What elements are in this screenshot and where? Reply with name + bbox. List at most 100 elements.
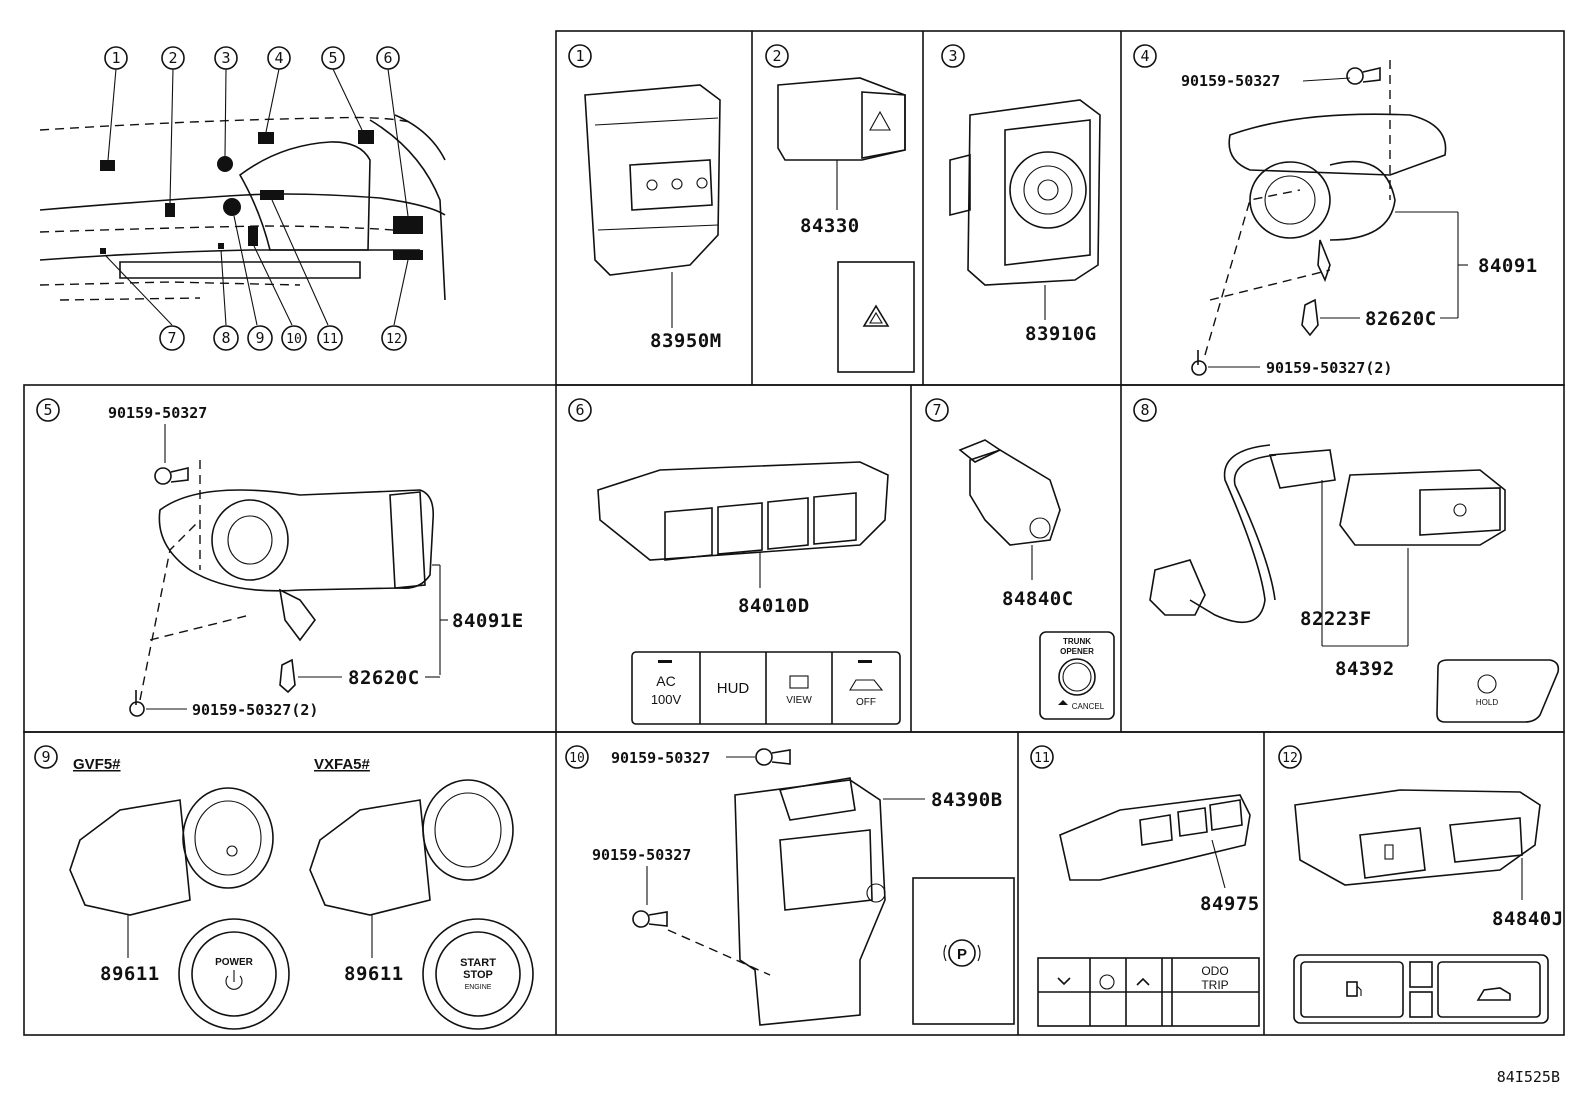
panel-2-number: 2: [765, 44, 789, 68]
panel-2: 2 84330: [765, 44, 915, 373]
panel-3: 3 83910G: [941, 44, 1101, 345]
fuel-trunk-face: [1293, 954, 1549, 1024]
hold-icon: [1477, 674, 1497, 694]
view-button[interactable]: VIEW: [786, 675, 812, 706]
info-button[interactable]: [1099, 974, 1115, 990]
svg-text:4: 4: [274, 49, 283, 67]
ac-100v-button[interactable]: AC 100V: [651, 660, 682, 707]
scroll-down-button[interactable]: [1057, 977, 1071, 986]
switch-assembly-83950m: [584, 84, 721, 276]
svg-text:10: 10: [286, 332, 302, 347]
parking-brake-icon: [948, 939, 976, 967]
trunk-off-button[interactable]: OFF: [849, 660, 884, 708]
hud-button[interactable]: HUD: [717, 680, 750, 697]
variant-gvf5: GVF5#: [73, 756, 121, 773]
overview-callout-6: 6: [376, 46, 400, 70]
svg-text:3: 3: [948, 47, 957, 65]
overview-callout-9: 9: [247, 325, 273, 351]
panel-1-number: 1: [568, 44, 592, 68]
panel-7: 7 84840C TRUNK OPENER CANCEL: [925, 398, 1115, 720]
odo-trip-button[interactable]: ODO TRIP: [1201, 964, 1228, 992]
panel-6-number: 6: [568, 398, 592, 422]
power-switch-body-gvf5: [69, 787, 274, 916]
svg-text:STOP: STOP: [463, 969, 493, 981]
part-number-84975: 84975: [1200, 893, 1260, 915]
hold-switch-face[interactable]: HOLD: [1436, 659, 1560, 723]
overview-callout-1: 1: [104, 46, 128, 70]
svg-text:4: 4: [1140, 47, 1149, 65]
fuel-door-button[interactable]: [1346, 981, 1362, 997]
clip-82620c: [279, 658, 296, 694]
vehicle-icon: [1099, 974, 1115, 990]
bolt-icon-top: [1346, 66, 1381, 85]
svg-text:100V: 100V: [651, 692, 682, 707]
svg-text:ENGINE: ENGINE: [465, 984, 492, 991]
trunk-icon: [1476, 987, 1511, 1001]
dashboard-overview: 1 2 3 4 5 6 7 8 9 10 11 12: [39, 46, 446, 351]
wire-harness-82223f: [1149, 444, 1336, 624]
svg-text:11: 11: [322, 332, 338, 347]
trunk-opener-button[interactable]: [1058, 658, 1096, 696]
bolt-icon-top: [154, 466, 189, 485]
panel-9: 9 GVF5# VXFA5# 89611 POWER 89611: [34, 745, 534, 1030]
part-number-84091: 84091: [1478, 255, 1538, 277]
trunk-open-button[interactable]: [1476, 987, 1511, 1001]
panel-10-number: 10: [565, 745, 589, 769]
panel-5: 5 90159-50327 84091E 82620C 90159-50: [36, 398, 524, 719]
overview-callout-5: 5: [321, 46, 345, 70]
svg-text:5: 5: [43, 401, 52, 419]
scroll-up-button[interactable]: [1136, 977, 1150, 986]
svg-text:7: 7: [167, 329, 176, 347]
svg-text:ODO: ODO: [1201, 964, 1228, 978]
svg-text:6: 6: [575, 401, 584, 419]
drive-mode-switch-84091e: [158, 489, 435, 642]
meter-switch-face: ODO TRIP: [1037, 957, 1260, 1027]
svg-text:2: 2: [168, 49, 177, 67]
chevron-down-icon: [1057, 977, 1071, 986]
part-number-84840c: 84840C: [1002, 588, 1074, 610]
svg-text:START: START: [460, 957, 496, 969]
part-number-90159-50327-bottom: 90159-50327: [592, 846, 691, 864]
overview-callout-12: 12: [381, 325, 407, 351]
part-number-82620c: 82620C: [348, 667, 420, 689]
svg-text:12: 12: [1282, 751, 1298, 766]
panel-6: 6 84010D AC 100V HUD VIEW: [568, 398, 901, 725]
svg-text:3: 3: [221, 49, 230, 67]
part-number-84330: 84330: [800, 215, 860, 237]
svg-text:8: 8: [221, 329, 230, 347]
trunk-icon: [849, 679, 884, 691]
panel-11-number: 11: [1030, 745, 1054, 769]
svg-text:12: 12: [386, 332, 402, 347]
diagram-code: 84I525B: [1497, 1068, 1560, 1086]
overview-callout-4: 4: [267, 46, 291, 70]
svg-text:2: 2: [772, 47, 781, 65]
panel-grid: [23, 30, 1565, 1036]
svg-text:11: 11: [1034, 751, 1050, 766]
svg-text:6: 6: [383, 49, 392, 67]
svg-text:OPENER: OPENER: [1060, 647, 1094, 656]
fuel-trunk-switch-84840j: [1294, 789, 1541, 886]
part-number-84091e: 84091E: [452, 610, 524, 632]
svg-text:HUD: HUD: [717, 680, 750, 697]
power-icon: [225, 970, 243, 990]
parking-brake-face[interactable]: P: [912, 877, 1015, 1025]
part-number-84010d: 84010D: [738, 595, 810, 617]
overview-callout-7: 7: [159, 325, 185, 351]
overview-callout-10: 10: [281, 325, 307, 351]
bolt-icon-top: [755, 748, 791, 766]
part-number-82620c: 82620C: [1365, 308, 1437, 330]
part-number-90159-50327-top: 90159-50327: [1181, 72, 1280, 90]
start-stop-button-face[interactable]: START STOP ENGINE: [422, 918, 534, 1030]
part-number-90159-50327-2: 90159-50327(2): [192, 701, 318, 719]
camera-view-icon: [789, 675, 809, 689]
part-number-90159-50327-top: 90159-50327: [108, 404, 207, 422]
switch-panel-84010d: [597, 461, 889, 561]
fuel-door-icon: [1346, 981, 1362, 997]
svg-text:OFF: OFF: [856, 697, 876, 708]
part-number-84840j: 84840J: [1492, 908, 1564, 930]
part-number-90159-50327-top: 90159-50327: [611, 749, 710, 767]
clip-82620c: [1301, 298, 1319, 337]
overview-callout-8: 8: [213, 325, 239, 351]
panel-8: 8 82223F 84392 HOLD: [1133, 398, 1560, 723]
power-button-face[interactable]: POWER: [178, 918, 290, 1030]
